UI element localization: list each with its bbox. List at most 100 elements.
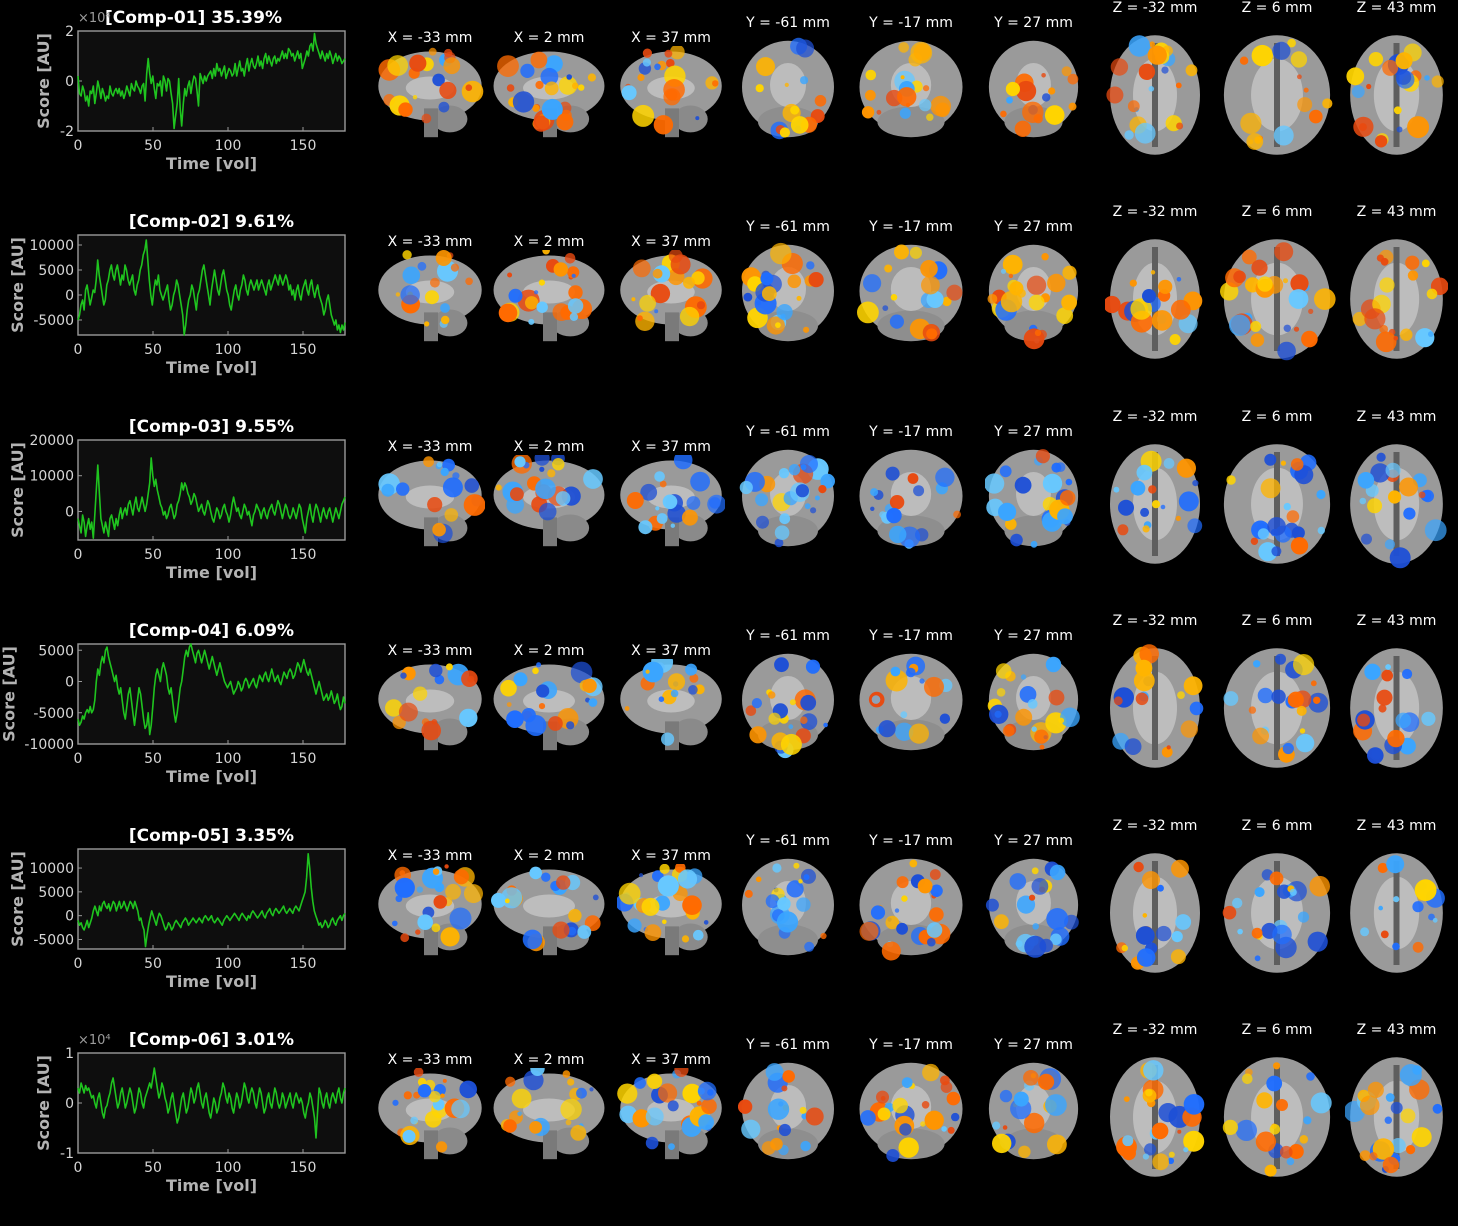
brain-slice-image xyxy=(1345,439,1448,573)
brain-slice-image xyxy=(985,854,1082,968)
y-tick-label: -5000 xyxy=(33,932,74,948)
slice-label: X = 2 mm xyxy=(513,30,585,46)
slice-label: Y = -61 mm xyxy=(746,1037,830,1053)
plot-frame xyxy=(77,439,346,541)
x-tick-label: 150 xyxy=(290,956,317,972)
slice-label: X = 2 mm xyxy=(513,234,585,251)
x-tick-label: 100 xyxy=(215,547,242,563)
brain-slice-image xyxy=(855,1058,967,1172)
slice-label: Y = 27 mm xyxy=(994,219,1073,236)
y-multiplier: ×10⁴ xyxy=(78,1033,111,1048)
x-tick-label: 150 xyxy=(290,138,317,154)
y-tick-label: 2 xyxy=(65,24,74,40)
plot-title: [Comp-05] 3.35% xyxy=(129,826,294,846)
brain-slice-image xyxy=(490,864,608,964)
y-tick-label: 10000 xyxy=(29,469,74,485)
slice-label: Y = -17 mm xyxy=(869,628,953,645)
score-series-line xyxy=(77,32,346,130)
y-tick-label: -5000 xyxy=(33,706,74,722)
plot-title: [Comp-04] 6.09% xyxy=(129,621,294,641)
brain-slice-image xyxy=(738,240,838,354)
brain-slice-image xyxy=(738,854,838,968)
brain-slice-image xyxy=(1218,1052,1336,1186)
y-axis-label: Score [AU] xyxy=(8,851,27,947)
brain-slice-image xyxy=(1105,1052,1205,1186)
brain-slice-image xyxy=(1103,234,1205,368)
plot-title: [Comp-06] 3.01% xyxy=(129,1030,294,1050)
x-tick-label: 0 xyxy=(74,547,83,563)
score-series-line xyxy=(77,456,346,539)
y-tick-label: 0 xyxy=(65,675,74,691)
brain-slice-image xyxy=(375,455,486,555)
slice-label: Z = -32 mm xyxy=(1112,0,1198,16)
slice-label: Y = -17 mm xyxy=(869,1037,953,1053)
brain-slice-image xyxy=(375,659,485,759)
plot-frame xyxy=(77,847,346,950)
slice-label: Y = 27 mm xyxy=(994,628,1073,645)
slice-label: Z = 6 mm xyxy=(1241,408,1313,425)
y-tick-label: -10000 xyxy=(24,737,74,753)
y-tick-label: -2 xyxy=(60,124,74,140)
slice-label: X = 37 mm xyxy=(631,847,711,864)
plot-frame xyxy=(77,1052,346,1154)
x-axis-label: Time [vol] xyxy=(166,358,257,377)
brain-slice-image xyxy=(617,249,725,350)
y-tick-label: 10000 xyxy=(29,238,74,254)
x-tick-label: 0 xyxy=(74,342,83,358)
brain-slice-image xyxy=(1345,848,1448,982)
brain-slice-image xyxy=(615,861,725,964)
x-tick-label: 150 xyxy=(290,1160,317,1176)
slice-label: Y = 27 mm xyxy=(994,832,1073,849)
slice-label: X = 37 mm xyxy=(631,643,711,660)
score-series-line xyxy=(77,852,346,947)
slice-label: Z = -32 mm xyxy=(1112,408,1198,425)
brain-slice-image xyxy=(855,36,967,150)
y-axis-label: Score [AU] xyxy=(0,646,18,742)
slice-label: Z = 43 mm xyxy=(1356,1022,1437,1038)
slice-label: X = -33 mm xyxy=(387,643,473,660)
brain-slice-image xyxy=(984,445,1082,559)
brain-slice-image xyxy=(985,1058,1082,1172)
brain-slice-image xyxy=(490,46,608,146)
brain-slice-image xyxy=(738,649,838,763)
brain-slice-image xyxy=(1218,848,1336,982)
y-tick-label: 0 xyxy=(65,74,74,90)
brain-slice-image xyxy=(1218,643,1336,777)
score-series-line xyxy=(77,239,346,337)
x-tick-label: 50 xyxy=(144,138,162,154)
plot-frame xyxy=(77,30,346,132)
brain-slice-image xyxy=(1105,30,1205,164)
slice-label: Y = -61 mm xyxy=(746,423,830,440)
brain-slice-image xyxy=(375,46,485,146)
brain-slice-image xyxy=(490,247,608,350)
brain-slice-image xyxy=(985,649,1082,763)
x-tick-label: 100 xyxy=(215,138,242,154)
x-tick-label: 0 xyxy=(74,138,83,154)
slice-label: Z = 6 mm xyxy=(1241,204,1313,221)
slice-label: Y = -61 mm xyxy=(746,15,830,31)
slice-label: Z = -32 mm xyxy=(1112,204,1198,221)
x-tick-label: 100 xyxy=(215,956,242,972)
slice-label: X = 37 mm xyxy=(631,1052,711,1068)
x-tick-label: 100 xyxy=(215,1160,242,1176)
brain-slice-image xyxy=(617,651,725,759)
slice-label: Z = 6 mm xyxy=(1241,0,1313,16)
x-tick-label: 0 xyxy=(74,956,83,972)
brain-slice-image xyxy=(1105,439,1205,573)
slice-label: X = 37 mm xyxy=(631,30,711,46)
x-tick-label: 100 xyxy=(215,342,242,358)
y-tick-label: 0 xyxy=(65,504,74,520)
brain-slice-image xyxy=(738,445,838,559)
x-tick-label: 0 xyxy=(74,1160,83,1176)
y-axis-label: Score [AU] xyxy=(34,33,53,129)
brain-slice-image xyxy=(738,36,838,150)
x-tick-label: 50 xyxy=(144,751,162,767)
y-tick-label: 10000 xyxy=(29,861,74,877)
slice-label: Z = 43 mm xyxy=(1356,204,1437,221)
slice-label: X = -33 mm xyxy=(387,847,473,864)
